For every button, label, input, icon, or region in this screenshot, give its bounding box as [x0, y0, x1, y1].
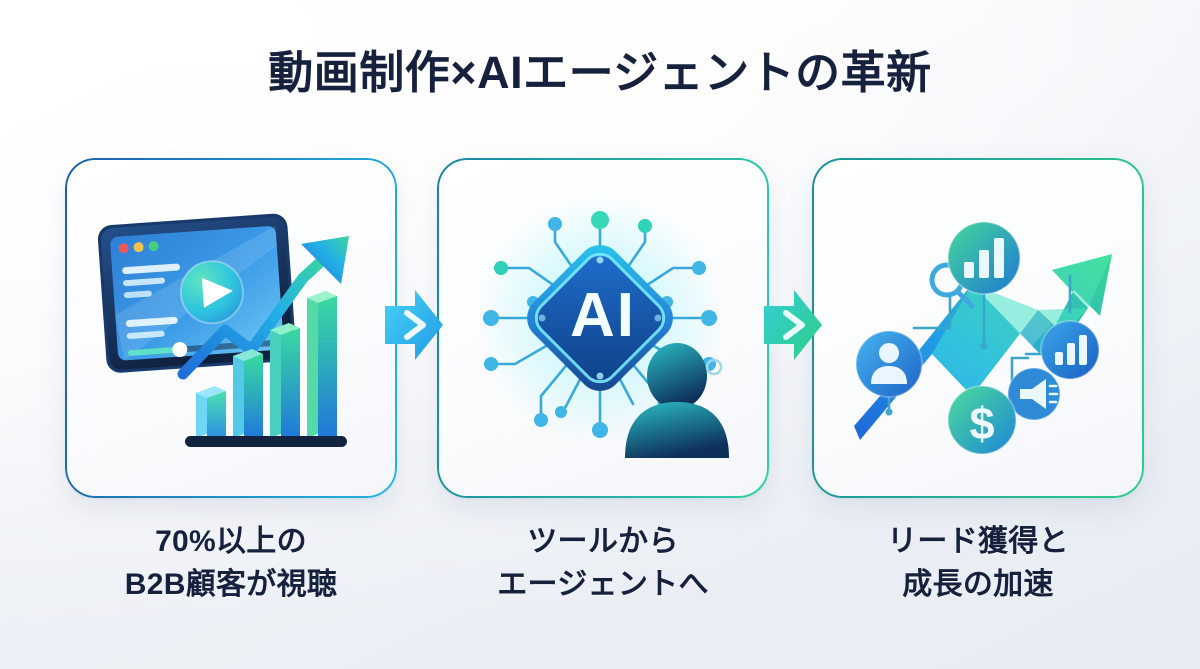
caption-line-2: 成長の加速: [902, 567, 1054, 601]
badge-megaphone: [1007, 367, 1061, 421]
badge-person: [855, 330, 923, 398]
person-silhouette: [625, 343, 729, 458]
window-dot-green: [148, 241, 159, 252]
badge-dollar-coin: $: [947, 385, 1017, 455]
connector-arrow-1: [381, 284, 447, 366]
illustration-growth-arrow-badges: $: [812, 158, 1144, 498]
illustration-ai-chip-network: AI: [437, 158, 769, 498]
caption-card-1: 70%以上の B2B顧客が視聴: [61, 521, 401, 606]
page-title: 動画制作×AIエージェントの革新: [268, 47, 932, 98]
illustration-video-player-chart: [65, 158, 397, 498]
card-video-analytics: [65, 158, 397, 498]
window-dot-red: [118, 243, 129, 254]
caption-line-1: ツールから: [527, 525, 679, 558]
connector-arrow-2: [760, 284, 826, 366]
card-ai-agent: AI: [437, 158, 769, 498]
caption-card-2: ツールから エージェントへ: [433, 521, 773, 606]
caption-card-3: リード獲得と 成長の加速: [808, 521, 1148, 606]
badge-bar-chart-right: [1040, 320, 1100, 380]
card-lead-growth: $: [812, 158, 1144, 498]
caption-line-1: 70%以上の: [155, 525, 307, 558]
badge-bar-chart-top: [947, 221, 1021, 295]
caption-line-2: B2B顧客が視聴: [124, 567, 338, 601]
window-dot-yellow: [133, 242, 144, 253]
caption-line-2: エージェントへ: [497, 567, 709, 601]
caption-line-1: リード獲得と: [887, 525, 1069, 558]
svg-text:$: $: [969, 398, 994, 449]
ai-chip-label: AI: [570, 281, 636, 350]
